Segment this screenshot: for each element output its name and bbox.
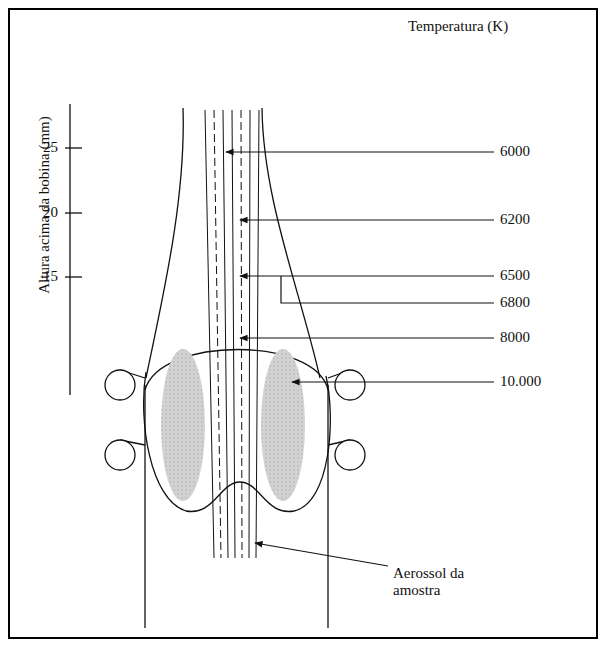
streamline bbox=[205, 110, 214, 558]
height-axis bbox=[65, 104, 82, 395]
streamline bbox=[232, 110, 235, 558]
temperature-label: 6800 bbox=[500, 294, 530, 311]
streamline bbox=[256, 110, 259, 558]
temperature-label: 6500 bbox=[500, 267, 530, 284]
streamline bbox=[214, 110, 221, 558]
load-coil bbox=[105, 370, 365, 470]
streamline bbox=[249, 110, 250, 558]
tick-label: 25 bbox=[43, 139, 58, 156]
callout-label: Aerossol da amostra bbox=[393, 565, 513, 600]
temperature-label: 6200 bbox=[500, 211, 530, 228]
tick-label: 20 bbox=[43, 204, 58, 221]
tick-label: 15 bbox=[43, 268, 58, 285]
temperature-label: 8000 bbox=[500, 329, 530, 346]
leader-lines bbox=[226, 152, 494, 566]
plasma-outline bbox=[144, 108, 331, 512]
streamline bbox=[241, 110, 242, 558]
frame bbox=[9, 9, 597, 638]
hot-zone bbox=[261, 349, 305, 501]
hot-zone bbox=[161, 349, 205, 501]
streamline bbox=[223, 110, 228, 558]
aerosol-streamlines bbox=[205, 110, 259, 558]
axis-title: Temperatura (K) bbox=[408, 18, 508, 35]
temperature-label: 6000 bbox=[500, 143, 530, 160]
temperature-label: 10.000 bbox=[500, 373, 541, 390]
